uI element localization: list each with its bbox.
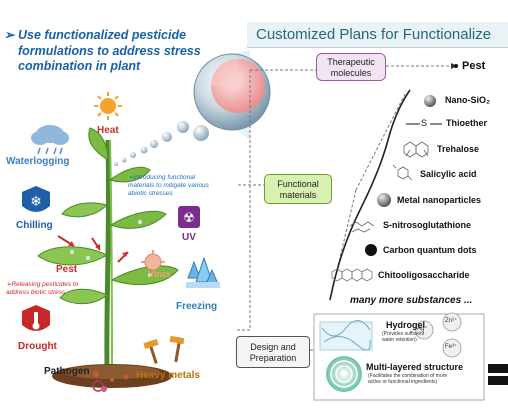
virus-icon	[141, 250, 165, 274]
multilayer-note-line-2: active or functional ingredients)	[368, 379, 438, 385]
abiotic-note-line-1: ➢Introducing functional	[128, 174, 196, 181]
thioether-s-symbol: S	[421, 118, 428, 128]
hydrogel-note-line-1: (Provides sufficient	[382, 331, 425, 337]
materials-bracket	[329, 89, 411, 301]
multilayer-title: Multi-layered structure	[366, 362, 464, 372]
ice-crystal-icon	[186, 256, 220, 288]
functional-line-2: materials	[279, 190, 317, 200]
headline-line-3: combination in plant	[18, 59, 141, 73]
ion-zn: Zn²⁺	[445, 318, 458, 324]
material-chitooligosaccharide: Chitooligosaccharide	[378, 270, 470, 280]
hydrogel-title: Hydrogel	[386, 320, 426, 330]
freezing-label: Freezing	[176, 301, 218, 312]
edge-block-2	[488, 376, 508, 385]
biotic-note: ➢Releasing pesticides to address biotic …	[6, 281, 78, 297]
uv-label: UV	[182, 232, 196, 243]
uv-radiation-icon: ☢	[178, 206, 200, 228]
pest-target-label: Pest	[462, 60, 486, 72]
material-salicylic-acid: Salicylic acid	[420, 169, 477, 179]
hydrogel-note: (Provides sufficient water retention)	[382, 331, 424, 343]
materials-fan	[329, 91, 407, 301]
ion-ag: Ag⁺	[417, 326, 428, 332]
design-preparation-box: Design and Preparation	[236, 336, 310, 368]
arrow-bullet-icon: ➢	[4, 28, 15, 42]
biotic-note-line-2: address biotic stress	[6, 289, 66, 296]
ion-bubbles	[414, 312, 462, 358]
release-bubbles	[114, 121, 209, 166]
functional-materials-box: Functional materials	[264, 174, 332, 204]
material-carbon-quantum-dots: Carbon quantum dots	[383, 245, 477, 255]
more-substances-label: many more substances ...	[350, 295, 473, 306]
material-s-nitrosoglutathione: S-nitrosoglutathione	[383, 220, 471, 230]
design-line-2: Preparation	[249, 353, 297, 363]
drought-label: Drought	[18, 341, 57, 352]
chilling-label: Chilling	[16, 220, 53, 231]
therapeutic-line-2: molecules	[330, 68, 372, 78]
heavy-metals-label: Heavy metals	[136, 370, 200, 381]
biotic-note-line-1: ➢Releasing pesticides to	[6, 281, 79, 288]
svg-text:☢: ☢	[183, 211, 195, 226]
material-thioether: Thioether	[446, 118, 488, 128]
hydrogel-note-line-2: water retention)	[382, 337, 417, 343]
svg-text:❄: ❄	[30, 194, 42, 210]
plant-icon	[37, 127, 179, 371]
material-metal-nanoparticles: Metal nanoparticles	[397, 195, 482, 205]
material-trehalose: Trehalose	[437, 144, 480, 154]
rain-cloud-icon	[31, 125, 69, 155]
headline-line-2: formulations to address stress	[18, 43, 201, 58]
material-nano-sio2: Nano-SiO₂	[445, 95, 490, 105]
abiotic-note: ➢Introducing functional materials to mit…	[128, 174, 209, 198]
headline-line-1: Use functionalized pesticide	[17, 28, 187, 42]
multilayer-note-line-1: (Facilitates the combination of more	[368, 373, 448, 379]
nanocapsule-icon	[193, 53, 271, 131]
drought-thermometer-icon	[22, 305, 50, 331]
material-icons	[331, 95, 442, 282]
therapeutic-molecules-box: Therapeutic molecules	[316, 53, 386, 81]
pathogen-icon	[92, 380, 107, 392]
virus-label: Virus	[148, 269, 171, 279]
abiotic-note-line-3: abiotic stresses	[128, 190, 173, 197]
waterlogging-label: Waterlogging	[6, 156, 70, 167]
multilayer-sphere-icon	[326, 356, 362, 392]
therapeutic-line-1: Therapeutic	[327, 57, 375, 67]
abiotic-note-line-2: materials to mitigate various	[128, 182, 209, 189]
plans-title: Customized Plans for Functionalize	[247, 22, 508, 48]
soil-icon	[52, 364, 172, 388]
hydrogel-icon	[319, 320, 373, 351]
functional-line-1: Functional	[277, 179, 319, 189]
design-line-1: Design and	[250, 342, 296, 352]
ion-fe: Fe³⁺	[445, 344, 458, 350]
sun-icon	[94, 92, 122, 120]
multilayer-note: (Facilitates the combination of more act…	[368, 373, 447, 385]
pathogen-label: Pathogen	[44, 366, 90, 377]
headline: ➢ Use functionalized pesticide formulati…	[4, 28, 214, 75]
pest-label: Pest	[56, 264, 78, 275]
heat-label: Heat	[97, 125, 119, 136]
snowflake-shield-icon: ❄	[22, 186, 50, 212]
edge-block-1	[488, 364, 508, 373]
heavy-metal-hammer-icon	[143, 335, 185, 364]
